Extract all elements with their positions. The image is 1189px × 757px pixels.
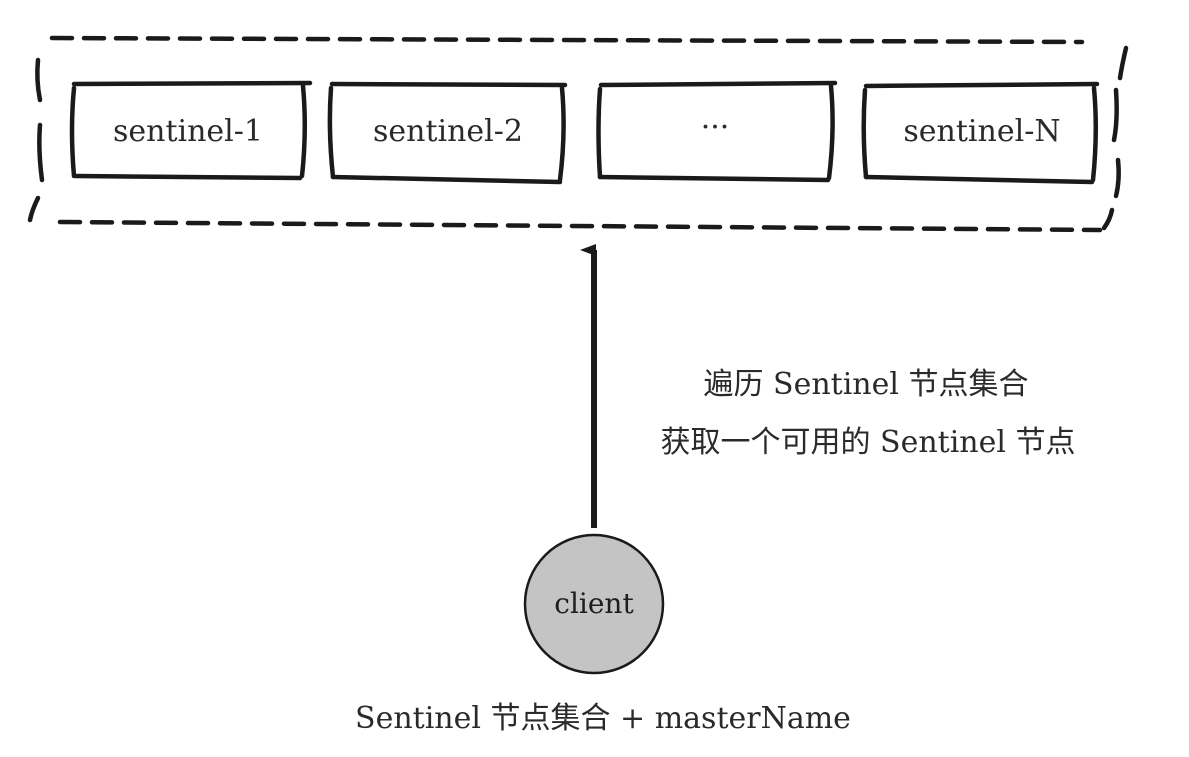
sentinel-node-2: sentinel-2 (327, 81, 568, 185)
sentinel-node-n-label: sentinel-N (903, 114, 1060, 149)
arrow-note-line-2: 获取一个可用的 Sentinel 节点 (660, 425, 1075, 460)
client-node: client (523, 533, 665, 675)
sentinel-set-container (27, 35, 1129, 233)
sentinel-node-2-label: sentinel-2 (373, 114, 523, 149)
sentinel-node-1: sentinel-1 (69, 80, 313, 181)
sentinel-node-ellipsis-label: ··· (701, 110, 730, 145)
client-label: client (554, 587, 634, 620)
sentinel-node-1-label: sentinel-1 (113, 114, 263, 149)
sentinel-node-ellipsis: ··· (596, 80, 838, 183)
sentinel-node-n: sentinel-N (861, 81, 1100, 185)
client-caption: Sentinel 节点集合 + masterName (355, 701, 851, 736)
arrow-note-line-1: 遍历 Sentinel 节点集合 (703, 367, 1028, 402)
